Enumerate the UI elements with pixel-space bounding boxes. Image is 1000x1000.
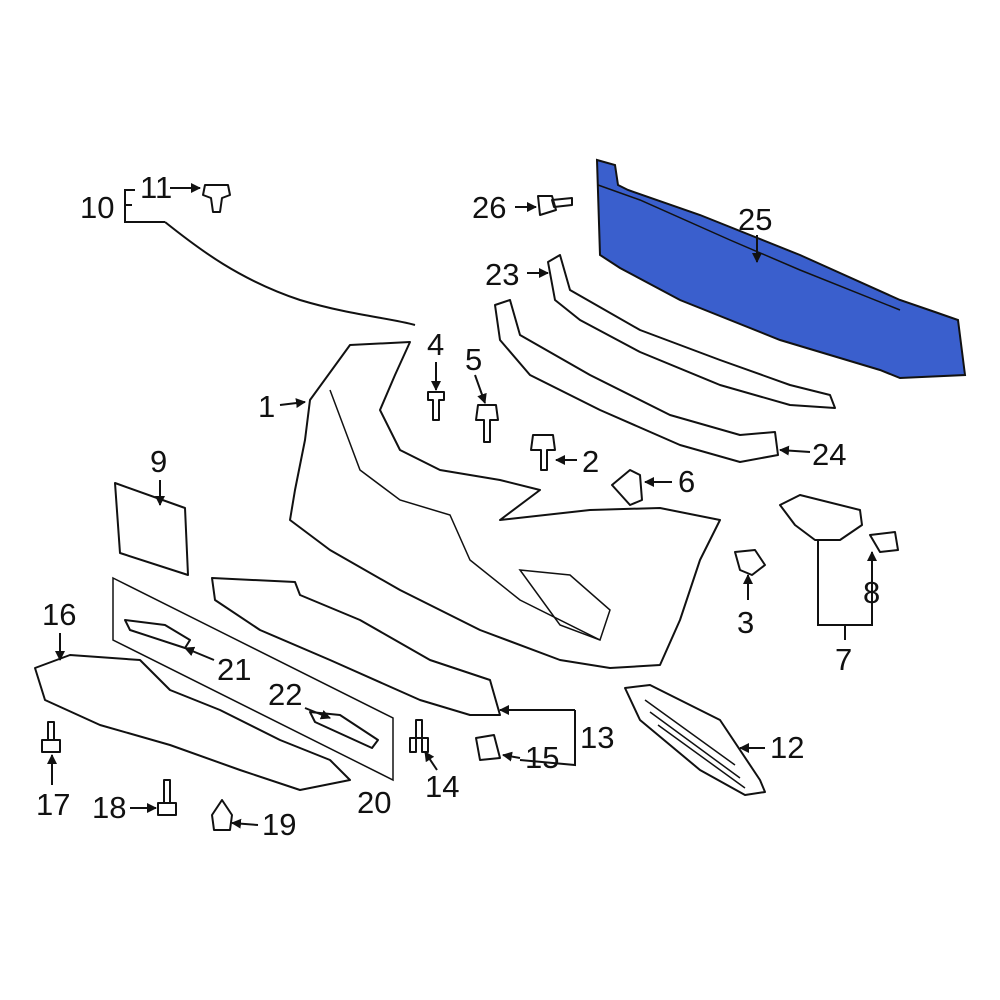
- callout-4: 4: [427, 327, 444, 362]
- part-23-absorber-upper[interactable]: [547, 254, 836, 409]
- part-15-clip[interactable]: [475, 734, 501, 761]
- part-5-bolt[interactable]: [475, 404, 499, 443]
- callout-11: 11: [140, 170, 172, 205]
- callout-17: 17: [36, 787, 70, 822]
- callout-20: 20: [357, 785, 391, 820]
- part-12-fog-grille[interactable]: [624, 684, 766, 796]
- part-1-bumper-cover[interactable]: [289, 341, 721, 669]
- part-11-clip[interactable]: [202, 184, 231, 213]
- callout-5: 5: [465, 342, 482, 377]
- callout-26: 26: [472, 190, 506, 225]
- part-21-bracket[interactable]: [124, 619, 191, 649]
- callout-1: 1: [258, 389, 275, 424]
- callout-2: 2: [582, 444, 599, 479]
- callout-14: 14: [425, 769, 459, 804]
- callout-16: 16: [42, 597, 76, 632]
- part-26-bolt[interactable]: [537, 195, 573, 216]
- part-3-clip[interactable]: [734, 549, 766, 576]
- callout-6: 6: [678, 464, 695, 499]
- callout-12: 12: [770, 730, 804, 765]
- callout-10: 10: [80, 190, 114, 225]
- callout-25: 25: [738, 202, 772, 237]
- callout-7: 7: [835, 642, 852, 677]
- callout-23: 23: [485, 257, 519, 292]
- part-4-bolt[interactable]: [427, 391, 445, 421]
- part-20-group-box: [112, 576, 394, 782]
- part-24-absorber-lower[interactable]: [494, 299, 779, 463]
- part-2-bolt[interactable]: [530, 434, 556, 471]
- callout-3: 3: [737, 605, 754, 640]
- part-6-bracket[interactable]: [611, 469, 643, 506]
- part-19-clip[interactable]: [211, 799, 233, 831]
- part-8-clip[interactable]: [869, 531, 899, 553]
- callout-8: 8: [863, 575, 880, 610]
- callout-9: 9: [150, 444, 167, 479]
- part-22-bracket[interactable]: [309, 711, 379, 749]
- callout-22: 22: [268, 677, 302, 712]
- part-18-bolt[interactable]: [157, 779, 177, 816]
- part-14-bolt[interactable]: [409, 719, 429, 753]
- part-25-bumper-reinforcement[interactable]: [595, 158, 967, 380]
- callout-18: 18: [92, 790, 126, 825]
- callout-21: 21: [217, 652, 251, 687]
- callout-19: 19: [262, 807, 296, 842]
- part-10-molding[interactable]: [164, 221, 416, 326]
- part-16-splash-shield[interactable]: [34, 654, 351, 791]
- callout-24: 24: [812, 437, 846, 472]
- part-9-license-bracket[interactable]: [114, 482, 189, 576]
- part-7-bracket[interactable]: [779, 494, 863, 541]
- callout-15: 15: [525, 740, 559, 775]
- part-17-bolt[interactable]: [41, 721, 61, 753]
- leader-lines: [47, 183, 877, 829]
- callout-13: 13: [580, 720, 614, 755]
